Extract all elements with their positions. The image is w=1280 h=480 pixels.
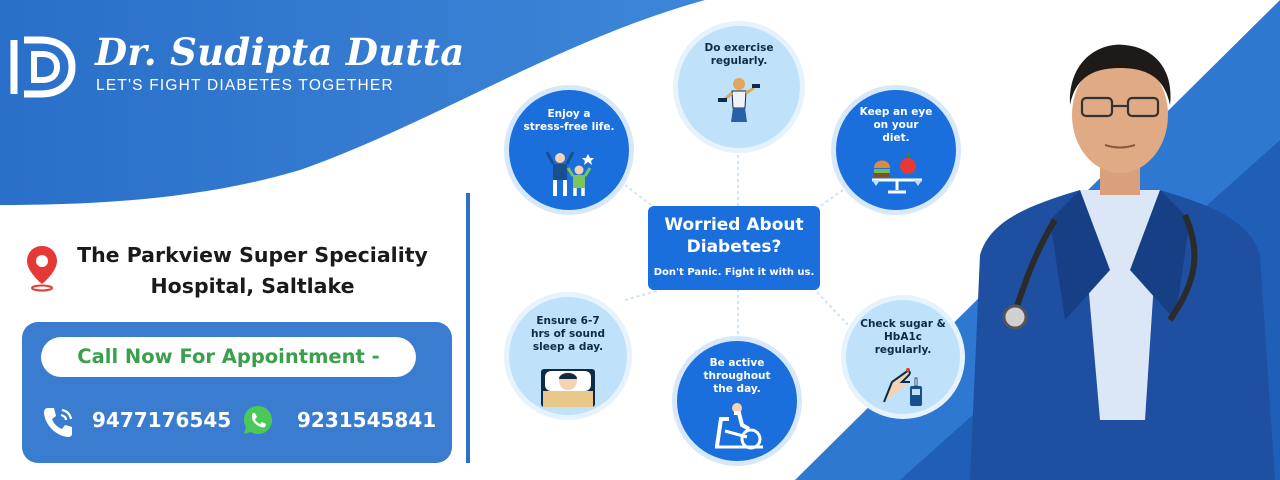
tip-sleep: Ensure 6-7 hrs of sound sleep a day. xyxy=(509,297,627,415)
tip-text: Enjoy a stress-free life. xyxy=(523,108,615,133)
contact-box: Call Now For Appointment - 9477176545 92… xyxy=(22,322,452,463)
call-now-button[interactable]: Call Now For Appointment - xyxy=(41,337,416,377)
happy-people-icon xyxy=(545,151,594,196)
center-subtitle: Don't Panic. Fight it with us. xyxy=(653,267,815,278)
tip-be-active: Be active throughout the day. xyxy=(677,341,797,461)
tip-text: Do exercise regularly. xyxy=(704,42,774,67)
tip-text: Keep an eye on your diet. xyxy=(859,106,933,144)
phone-icon xyxy=(44,408,73,437)
exercise-icon xyxy=(718,78,760,122)
diet-scale-icon xyxy=(872,152,922,194)
center-message: Worried About Diabetes? Don't Panic. Fig… xyxy=(648,206,820,290)
tip-text: Check sugar & HbA1c regularly. xyxy=(860,318,946,356)
hospital-address: The Parkview Super Speciality Hospital, … xyxy=(77,243,428,298)
tip-stress-free: Enjoy a stress-free life. xyxy=(509,90,629,210)
tip-diet: Keep an eye on your diet. xyxy=(836,90,956,210)
phone-number[interactable]: 9477176545 xyxy=(92,408,232,432)
divider xyxy=(466,193,470,463)
whatsapp-number[interactable]: 9231545841 xyxy=(297,408,437,432)
glucometer-icon xyxy=(883,368,922,406)
brand-name: Dr. Sudipta Dutta xyxy=(95,30,465,74)
tip-text: Be active throughout the day. xyxy=(703,357,771,395)
dd-logo-icon xyxy=(10,36,76,98)
tip-text: Ensure 6-7 hrs of sound sleep a day. xyxy=(531,315,605,353)
whatsapp-icon xyxy=(244,406,272,434)
sleep-icon xyxy=(541,369,595,407)
tip-check-sugar: Check sugar & HbA1c regularly. xyxy=(846,300,960,414)
exercise-bike-icon xyxy=(715,403,763,450)
doctor-portrait xyxy=(970,44,1275,480)
tip-exercise: Do exercise regularly. xyxy=(678,26,800,148)
location-pin-icon xyxy=(27,246,57,292)
brand-tagline: LET'S FIGHT DIABETES TOGETHER xyxy=(96,77,394,94)
center-title: Worried About Diabetes? xyxy=(664,215,804,257)
